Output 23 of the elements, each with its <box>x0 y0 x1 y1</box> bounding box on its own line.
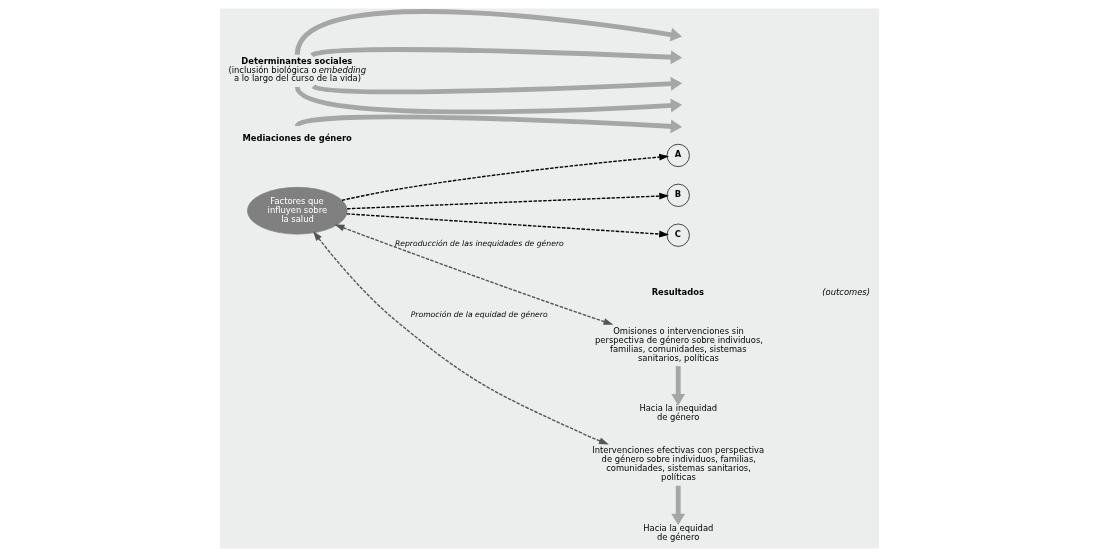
node-text: Omisiones o intervenciones sin perspectiva de género sobre individuos, familias, comunidades, sistemas sanitarios, políticas <box>594 325 763 363</box>
label: (outcomes) <box>822 287 870 298</box>
arrow <box>346 192 670 210</box>
arrow <box>311 47 683 65</box>
arrow <box>295 9 683 56</box>
arrow <box>313 231 609 445</box>
arrow <box>346 213 669 238</box>
node-text: Mediaciones de género <box>242 132 352 143</box>
label: Resultados <box>651 287 704 298</box>
node-text: Hacia la equidad de género <box>643 522 714 542</box>
node-circle: A <box>666 143 690 167</box>
arrow <box>671 485 686 526</box>
arrow <box>334 224 614 325</box>
arrow <box>312 76 683 95</box>
node-circle: C <box>666 223 690 247</box>
node-text: Determinantes sociales (inclusión biológica o embedding a lo largo del curso de la vida) <box>228 56 367 84</box>
arrow <box>671 366 686 406</box>
node-circle: B <box>666 183 690 207</box>
node-text: Hacia la inequidad de género <box>639 403 718 423</box>
node-text: Intervenciones efectivas con perspectiva de género sobre individuos, familias, comunidades, sistemas sanitarios, políticas <box>592 445 765 483</box>
arrow <box>295 85 683 115</box>
arrow <box>296 114 683 134</box>
arrow <box>341 153 670 201</box>
